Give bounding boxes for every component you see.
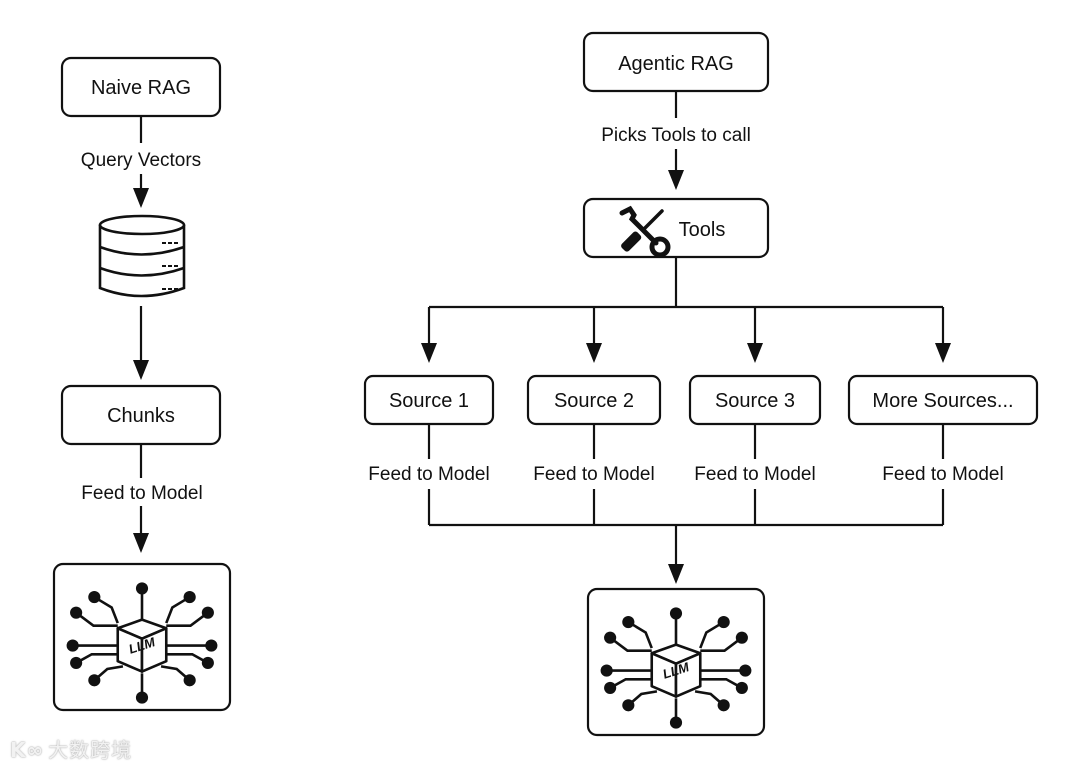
source-node-1[interactable]: Source 1 — [363, 374, 495, 426]
tools-node[interactable]: Tools — [582, 197, 770, 259]
source-label: More Sources... — [872, 390, 1013, 412]
arrowhead — [133, 360, 149, 380]
arrowhead — [586, 343, 602, 363]
agentic-rag-node[interactable]: Agentic RAG — [582, 31, 770, 93]
source-label: Source 1 — [389, 390, 469, 412]
watermark-text: 大数跨境 — [48, 738, 133, 762]
watermark: K∞大数跨境 — [10, 734, 132, 763]
source-node-2[interactable]: Source 2 — [526, 374, 662, 426]
source-label: Source 3 — [715, 390, 795, 412]
source-branch: Source 3 Feed to Model — [688, 307, 822, 525]
source-branch: More Sources... Feed to Model — [847, 307, 1039, 525]
arrowhead — [421, 343, 437, 363]
feed-to-model-label: Feed to Model — [368, 464, 489, 485]
naive-rag-title: Naive RAG — [91, 77, 191, 99]
database-icon — [98, 214, 186, 298]
llm-model-node[interactable]: LLM — [52, 562, 232, 712]
source-node-3[interactable]: Source 3 — [688, 374, 822, 426]
query-vectors-label: Query Vectors — [81, 150, 201, 171]
arrowhead — [133, 533, 149, 553]
llm-model-node[interactable]: LLM — [586, 587, 766, 737]
feed-to-model-label: Feed to Model — [694, 464, 815, 485]
source-branch: Source 2 Feed to Model — [526, 307, 662, 525]
arrowhead — [668, 170, 684, 190]
wrench-screwdriver-icon — [619, 205, 671, 258]
agentic-rag-flow: Agentic RAG Picks Tools to call Tools So… — [363, 31, 1039, 737]
picks-tools-label: Picks Tools to call — [601, 125, 751, 146]
agentic-rag-title: Agentic RAG — [618, 53, 734, 75]
naive-rag-node[interactable]: Naive RAG — [60, 56, 222, 118]
arrowhead — [935, 343, 951, 363]
chunks-label: Chunks — [107, 405, 175, 427]
chunks-node[interactable]: Chunks — [60, 384, 222, 446]
feed-to-model-label: Feed to Model — [533, 464, 654, 485]
source-label: Source 2 — [554, 390, 634, 412]
feed-to-model-label: Feed to Model — [882, 464, 1003, 485]
feed-to-model-label: Feed to Model — [81, 483, 202, 504]
naive-rag-flow: Naive RAG Query Vectors Chunks Feed to M… — [52, 56, 232, 712]
arrowhead — [668, 564, 684, 584]
tools-label: Tools — [679, 219, 726, 241]
source-branch: Source 1 Feed to Model — [363, 307, 495, 525]
arrowhead — [747, 343, 763, 363]
arrowhead — [133, 188, 149, 208]
watermark-logo: K∞ — [10, 738, 45, 762]
source-node-4[interactable]: More Sources... — [847, 374, 1039, 426]
